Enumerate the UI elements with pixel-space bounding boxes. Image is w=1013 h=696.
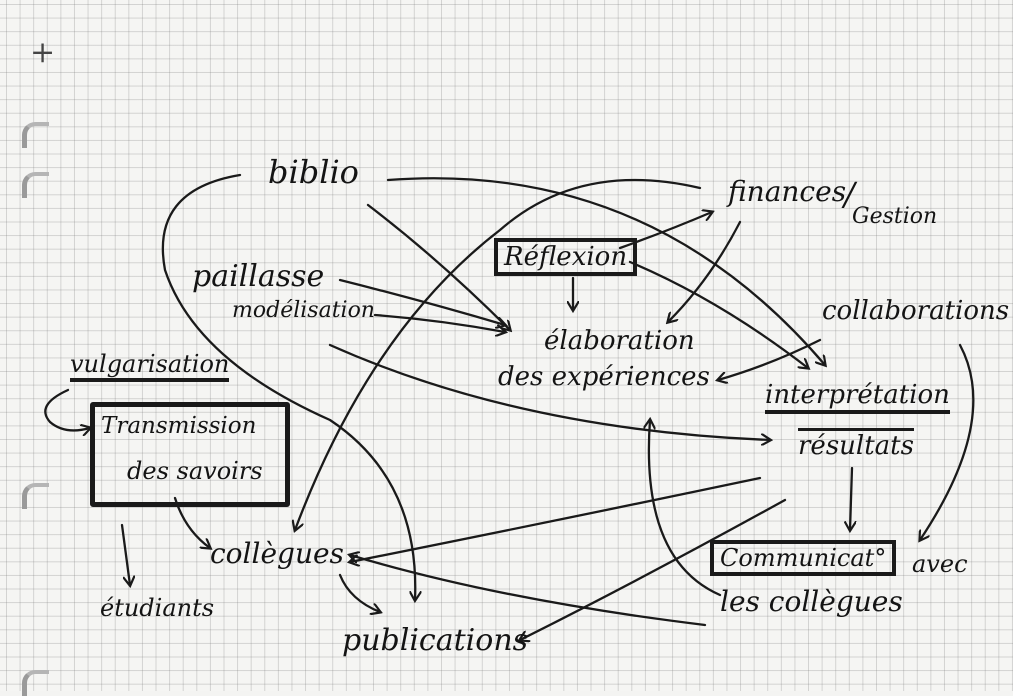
arrow-resultats-communication bbox=[850, 466, 852, 530]
arrow-biblio-elaboration bbox=[366, 203, 510, 330]
corner-mark: + bbox=[30, 35, 56, 70]
binder-hole bbox=[22, 172, 49, 198]
arrow-reflexion-interpretation bbox=[628, 260, 808, 368]
node-resultats: résultats bbox=[798, 428, 914, 459]
node-les-collegues: les collègues bbox=[720, 585, 903, 618]
node-des-savoirs: des savoirs bbox=[127, 457, 263, 485]
binder-hole bbox=[22, 122, 49, 148]
node-vulgarisation: vulgarisation bbox=[70, 352, 230, 382]
arrow-reflexion-finances bbox=[618, 212, 712, 250]
node-collaborations: collaborations bbox=[822, 296, 1010, 326]
binder-hole bbox=[22, 670, 49, 696]
arrow-vulgarisation-loop bbox=[44, 388, 90, 430]
node-interpretation: interprétation bbox=[765, 382, 950, 414]
arrow-biblio-publications bbox=[161, 173, 415, 600]
arrow-finances-elaboration bbox=[668, 220, 742, 322]
node-collegues: collègues bbox=[210, 537, 344, 570]
arrow-paillasse-resultats bbox=[328, 343, 770, 440]
node-transmission: Transmission bbox=[101, 413, 257, 439]
arrow-collegues-publications bbox=[338, 573, 380, 612]
node-avec: avec bbox=[912, 550, 968, 578]
node-gestion: Gestion bbox=[852, 204, 938, 229]
node-des-experiences: des expériences bbox=[498, 362, 710, 392]
binder-hole bbox=[22, 483, 49, 509]
node-etudiants: étudiants bbox=[100, 594, 215, 622]
arrow-modelisation-elaboration bbox=[373, 313, 505, 332]
arrow-transmission-etudiants bbox=[120, 523, 130, 585]
arrow-interpretation-collegues bbox=[350, 476, 762, 562]
arrow-finances-collegues bbox=[295, 178, 702, 530]
node-paillasse: paillasse bbox=[192, 259, 325, 294]
node-modelisation: modélisation bbox=[232, 298, 375, 323]
node-biblio: biblio bbox=[268, 153, 359, 191]
node-finances: finances bbox=[728, 175, 847, 208]
arrow-paillasse-elaboration bbox=[338, 278, 505, 325]
node-elaboration: élaboration bbox=[544, 326, 695, 356]
node-communication: Communicat° bbox=[710, 540, 897, 576]
arrow-biblio-interpretation bbox=[386, 177, 825, 365]
node-publications: publications bbox=[342, 623, 529, 658]
transmission-box: Transmission des savoirs bbox=[90, 402, 290, 507]
node-reflexion: Réflexion bbox=[494, 238, 638, 276]
arrow-collaborations-communication bbox=[920, 343, 975, 540]
arrow-collaborations-elaboration bbox=[718, 338, 822, 380]
node-finances-slash: / bbox=[844, 175, 855, 213]
arrow-collegues-elaboration bbox=[649, 420, 722, 597]
arrow-communication-publications bbox=[520, 498, 787, 640]
arrow-lescollegues-collegues bbox=[350, 555, 707, 627]
